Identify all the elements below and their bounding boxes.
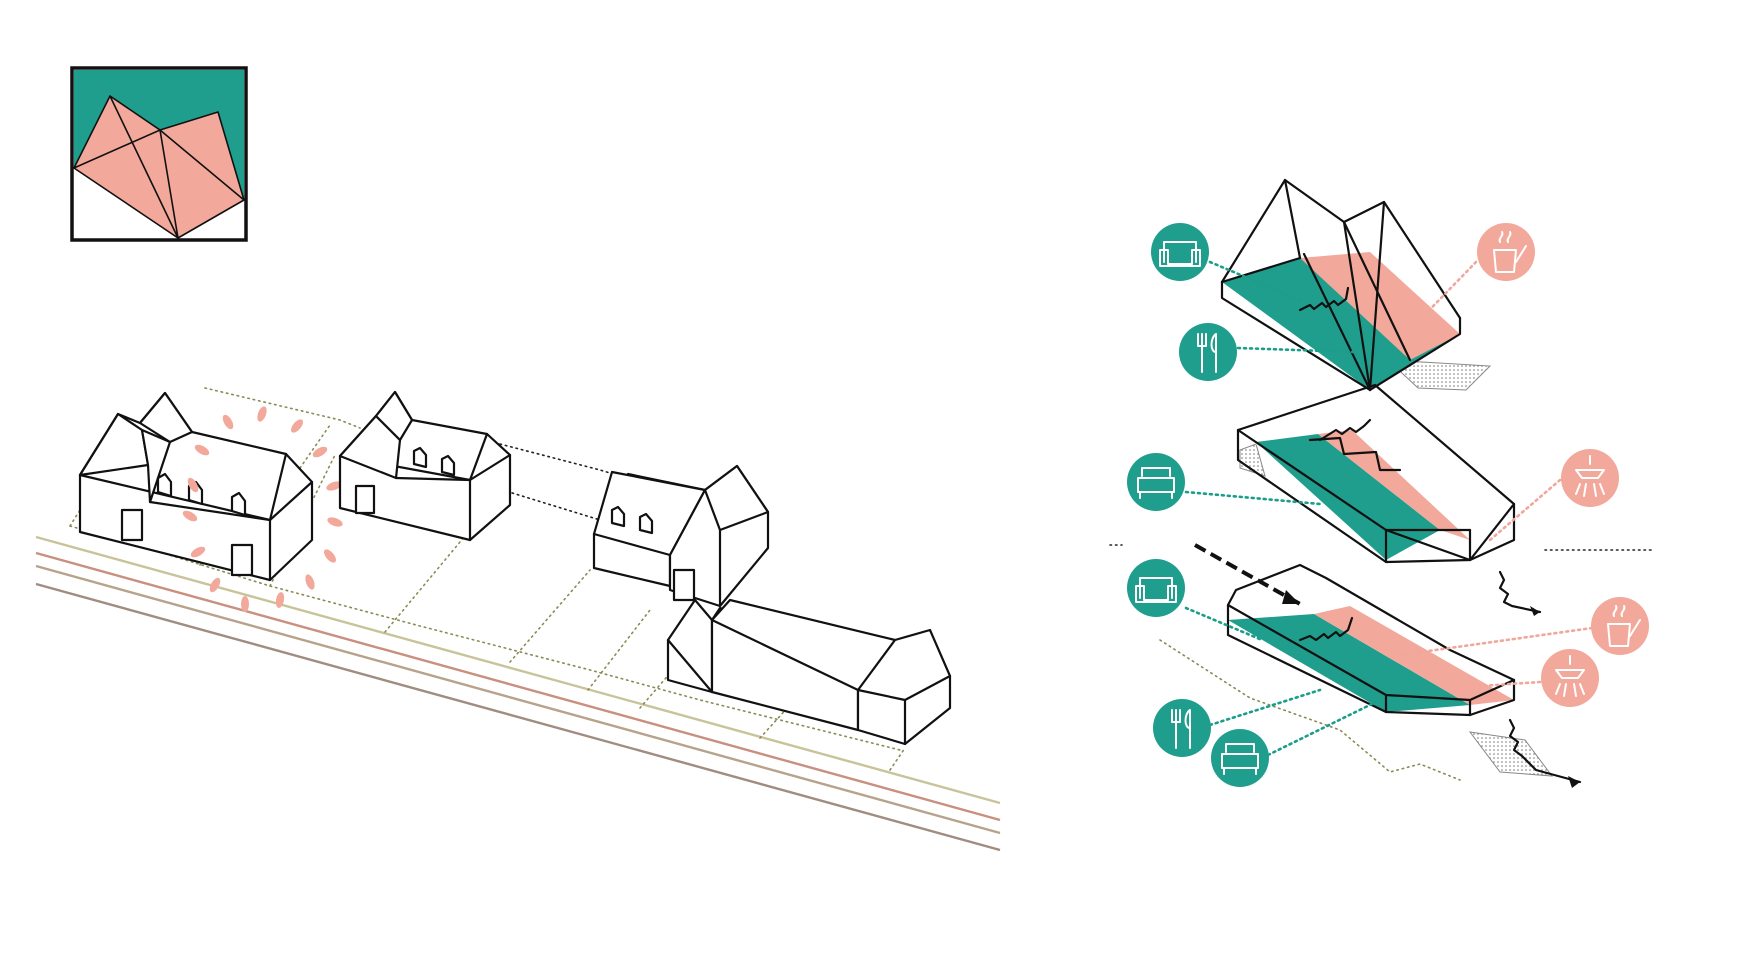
shower-icon	[1541, 649, 1599, 707]
cutlery-icon	[1153, 699, 1211, 757]
kitchen-icon	[1591, 597, 1649, 655]
leaf-scatter	[182, 406, 343, 612]
shower-icon	[1561, 449, 1619, 507]
armchair-icon	[1127, 559, 1185, 617]
icon-connectors	[1184, 260, 1594, 757]
ground-level	[1159, 543, 1582, 788]
barn-wing	[666, 598, 952, 746]
armchair-icon	[1151, 223, 1209, 281]
roof-level	[1220, 178, 1492, 392]
kitchen-icon	[1477, 223, 1535, 281]
section-marks	[1109, 544, 1653, 551]
cutlery-icon	[1179, 323, 1237, 381]
cottage-corner	[592, 464, 770, 608]
sofa-icon	[1127, 453, 1185, 511]
middle-level	[1236, 383, 1542, 616]
street-lines	[35, 535, 1001, 852]
sofa-icon	[1211, 729, 1269, 787]
cottage-large	[78, 391, 314, 582]
folded-roof-logo-icon	[70, 66, 248, 242]
cottage-small	[338, 390, 512, 542]
